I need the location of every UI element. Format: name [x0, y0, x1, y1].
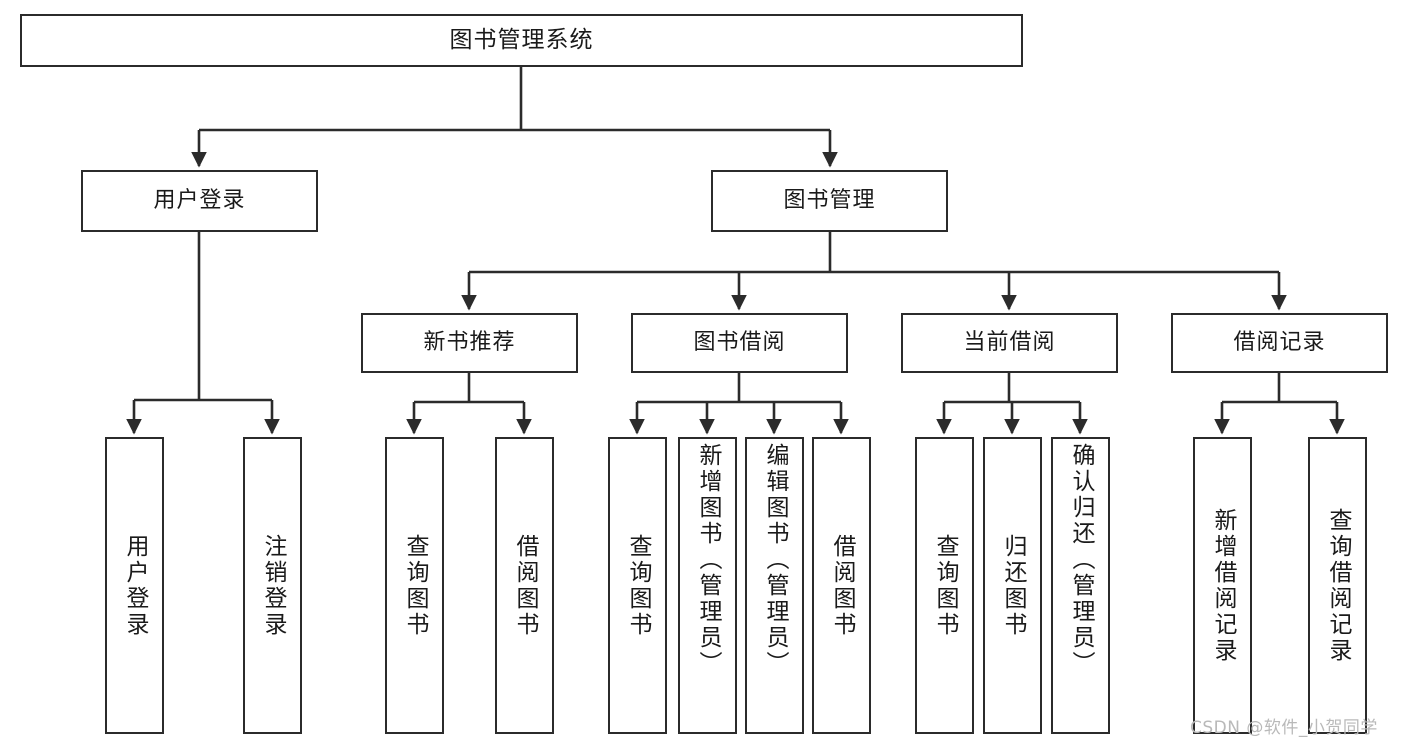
- leaf-query-book-1[interactable]: 查询图书: [385, 437, 444, 734]
- leaf-query-record-label: 查询借阅记录: [1325, 507, 1351, 664]
- csdn-watermark: CSDN @软件_小贺同学: [1190, 718, 1378, 738]
- leaf-confirm-return[interactable]: 确认归还（管理员）: [1051, 437, 1110, 734]
- leaf-return-book-label: 归还图书: [1000, 533, 1026, 638]
- leaf-confirm-return-label: 确认归还（管理员）: [1068, 443, 1094, 677]
- leaf-query-book-2-label: 查询图书: [625, 533, 651, 638]
- leaf-borrow-book-1-label: 借阅图书: [512, 533, 538, 638]
- leaf-add-record[interactable]: 新增借阅记录: [1193, 437, 1252, 734]
- leaf-borrow-book-2-label: 借阅图书: [829, 533, 855, 638]
- leaf-query-book-3[interactable]: 查询图书: [915, 437, 974, 734]
- leaf-edit-book[interactable]: 编辑图书（管理员）: [745, 437, 804, 734]
- leaf-edit-book-label: 编辑图书（管理员）: [762, 443, 788, 677]
- leaf-add-record-label: 新增借阅记录: [1210, 507, 1236, 664]
- leaf-logout-label: 注销登录: [260, 533, 286, 638]
- node-book-manage-label: 图书管理: [783, 188, 876, 214]
- leaf-return-book[interactable]: 归还图书: [983, 437, 1042, 734]
- leaf-user-login[interactable]: 用户登录: [105, 437, 164, 734]
- node-book-borrow-label: 图书借阅: [693, 330, 786, 356]
- leaf-query-book-3-label: 查询图书: [932, 533, 958, 638]
- node-user-login-label: 用户登录: [153, 188, 246, 214]
- node-user-login[interactable]: 用户登录: [81, 170, 318, 232]
- leaf-query-book-2[interactable]: 查询图书: [608, 437, 667, 734]
- node-new-book-recommend[interactable]: 新书推荐: [361, 313, 578, 373]
- node-book-borrow[interactable]: 图书借阅: [631, 313, 848, 373]
- leaf-user-login-label: 用户登录: [122, 533, 148, 638]
- node-root-label: 图书管理系统: [449, 27, 594, 54]
- node-book-manage[interactable]: 图书管理: [711, 170, 948, 232]
- node-borrow-record[interactable]: 借阅记录: [1171, 313, 1388, 373]
- leaf-query-record[interactable]: 查询借阅记录: [1308, 437, 1367, 734]
- node-current-borrow-label: 当前借阅: [963, 330, 1056, 356]
- node-new-book-recommend-label: 新书推荐: [423, 330, 516, 356]
- node-current-borrow[interactable]: 当前借阅: [901, 313, 1118, 373]
- node-root[interactable]: 图书管理系统: [20, 14, 1023, 67]
- leaf-borrow-book-2[interactable]: 借阅图书: [812, 437, 871, 734]
- leaf-borrow-book-1[interactable]: 借阅图书: [495, 437, 554, 734]
- leaf-add-book[interactable]: 新增图书（管理员）: [678, 437, 737, 734]
- leaf-logout[interactable]: 注销登录: [243, 437, 302, 734]
- leaf-query-book-1-label: 查询图书: [402, 533, 428, 638]
- leaf-add-book-label: 新增图书（管理员）: [695, 443, 721, 677]
- node-borrow-record-label: 借阅记录: [1233, 330, 1326, 356]
